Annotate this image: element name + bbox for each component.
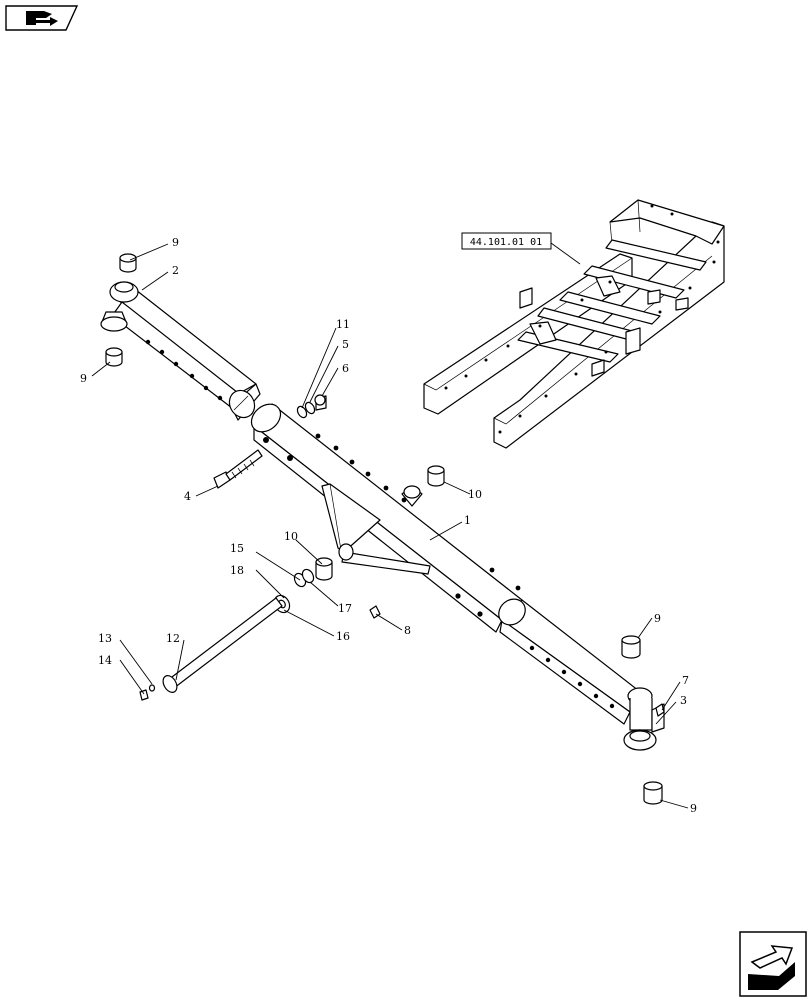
loose-parts [105, 253, 665, 805]
callout-8: 8 [404, 624, 411, 637]
bushing-10-mid [315, 557, 333, 581]
callout-10: 10 [468, 488, 482, 501]
callout-3: 3 [680, 694, 687, 707]
reference-box[interactable]: 44.101.01 01 [461, 232, 581, 265]
callout-12: 12 [166, 632, 180, 645]
callout-2: 2 [172, 264, 179, 277]
callout-labels: 9 2 9 11 5 6 4 10 1 10 15 18 17 16 8 13 … [80, 236, 697, 815]
callout-4: 4 [184, 490, 191, 503]
callout-13: 13 [98, 632, 112, 645]
reference-box-label: 44.101.01 01 [470, 237, 542, 248]
callout-9: 9 [690, 802, 697, 815]
callout-1: 1 [464, 514, 471, 527]
callout-11: 11 [336, 318, 350, 331]
callout-15: 15 [230, 542, 244, 555]
callout-10: 10 [284, 530, 298, 543]
axle-assembly-illustration [100, 281, 665, 751]
prev-page-nav-icon[interactable] [5, 5, 79, 31]
leader-lines [91, 243, 689, 809]
callout-18: 18 [230, 564, 244, 577]
callout-14: 14 [98, 654, 112, 667]
callout-16: 16 [336, 630, 350, 643]
bushing-right [621, 635, 641, 659]
callout-17: 17 [338, 602, 352, 615]
bushing-10-top [427, 465, 445, 487]
bushing-bottom-right [643, 781, 663, 805]
callout-7: 7 [682, 674, 689, 687]
bushing-left [105, 347, 123, 367]
callout-5: 5 [342, 338, 349, 351]
bushing-top-left [119, 253, 137, 273]
chassis-frame-illustration [423, 199, 725, 449]
callout-6: 6 [342, 362, 349, 375]
next-page-nav-icon[interactable] [739, 931, 807, 997]
callout-9: 9 [654, 612, 661, 625]
callout-9: 9 [80, 372, 87, 385]
callout-9: 9 [172, 236, 179, 249]
